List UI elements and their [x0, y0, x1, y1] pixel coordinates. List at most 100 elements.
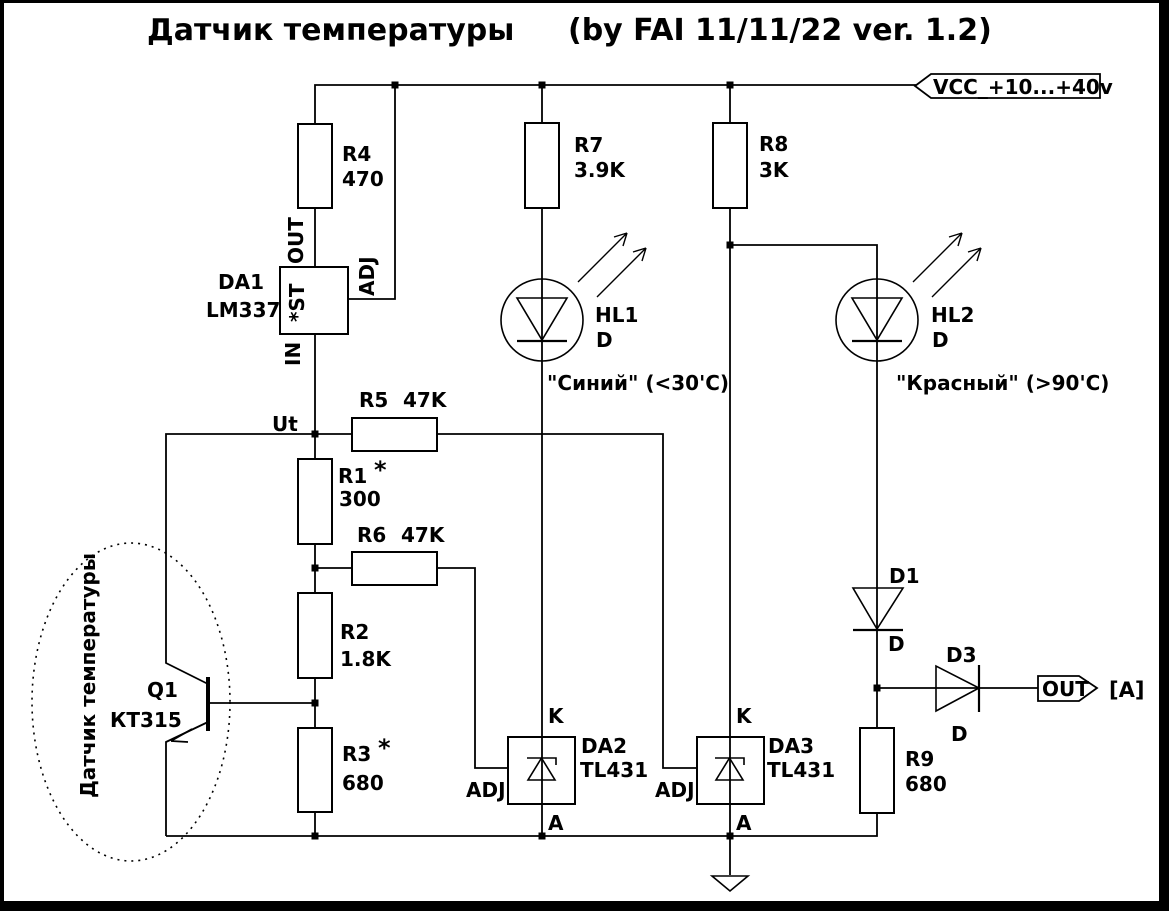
da1-part: LM337	[206, 298, 280, 322]
frame-left	[0, 0, 4, 911]
frame-right	[1159, 0, 1169, 911]
junction-dots	[311, 81, 881, 840]
r6-ref: R6	[357, 523, 386, 547]
hl2-triangle	[850, 297, 904, 342]
diode-d3-symbol	[935, 664, 981, 713]
resistor-r1-body	[297, 458, 333, 545]
resistor-r6-body	[351, 551, 438, 586]
page-title: Датчик температуры	[147, 13, 514, 48]
resistor-r8-body	[712, 122, 748, 209]
da2-tl431-glyph	[526, 756, 557, 781]
r4-value: 470	[342, 167, 384, 191]
resistor-r3-body	[297, 727, 333, 813]
q1-emitter-arrow	[170, 728, 193, 743]
r8-value: 3K	[759, 158, 790, 182]
da3-pin-k: K	[736, 704, 753, 728]
d3-ref: D3	[946, 643, 977, 667]
junction-dot	[391, 81, 399, 89]
hl1-triangle	[515, 297, 569, 342]
led-hl1-symbol	[500, 232, 647, 362]
da2-pin-k: K	[548, 704, 565, 728]
resistor-r2-body	[297, 592, 333, 679]
junction-dot	[873, 684, 881, 692]
hl1-circle	[500, 278, 584, 362]
da2-pin-a: A	[548, 811, 564, 835]
junction-dot	[311, 430, 319, 438]
r9-ref: R9	[905, 747, 934, 771]
junction-dot	[311, 564, 319, 572]
hl2-note: "Красный" (>90'C)	[896, 371, 1109, 395]
resistor-r7-body	[524, 122, 560, 209]
out-flag	[1037, 675, 1099, 702]
q1-ref: Q1	[147, 678, 178, 702]
da3-ref: DA3	[768, 734, 814, 758]
resistor-r5-body	[351, 417, 438, 452]
resistor-r4-body	[297, 123, 333, 209]
junction-dot	[726, 241, 734, 249]
junction-dot	[538, 81, 546, 89]
junction-dot	[726, 81, 734, 89]
r1-value: 300	[339, 487, 381, 511]
transistor-q1	[170, 677, 210, 743]
d3-triangle	[935, 664, 981, 713]
r9-value: 680	[905, 772, 947, 796]
vcc-label: VCC_+10...+40v	[933, 75, 1113, 99]
hl2-ref: HL2	[931, 303, 974, 327]
da1-pin-in: IN	[281, 342, 305, 366]
da3-pin-a: A	[736, 811, 752, 835]
ut-node-label: Ut	[272, 412, 298, 436]
r4-ref: R4	[342, 142, 371, 166]
da3-tl431-glyph	[714, 756, 745, 781]
frame-top	[0, 0, 1169, 3]
junction-dot	[726, 832, 734, 840]
da2-pin-adj: ADJ	[466, 778, 506, 802]
r7-ref: R7	[574, 133, 603, 157]
da3-pin-adj: ADJ	[655, 778, 695, 802]
page-title-byline: (by FAI 11/11/22 ver. 1.2)	[568, 13, 992, 48]
hl2-pin: D	[932, 328, 949, 352]
resistor-r9-body	[859, 727, 895, 814]
junction-dot	[311, 699, 319, 707]
da1-ref: DA1	[218, 270, 264, 294]
da3-part: TL431	[767, 758, 835, 782]
vcc-flag	[913, 73, 1101, 99]
r3-star: *	[378, 734, 391, 762]
da1-pin-out: OUT	[284, 217, 308, 264]
ground-symbol	[709, 875, 751, 893]
ic-da1-body	[279, 266, 349, 335]
sensor-boundary-ellipse	[31, 542, 231, 862]
led-hl2-symbol	[835, 232, 982, 362]
r3-ref: R3	[342, 742, 371, 766]
r5-ref: R5	[359, 388, 388, 412]
da1-pin-adj: ADJ	[355, 256, 379, 296]
hl2-circle	[835, 278, 919, 362]
hl1-pin: D	[596, 328, 613, 352]
da2-zener-glyph	[526, 756, 557, 781]
r8-ref: R8	[759, 132, 788, 156]
diode-d1-symbol	[851, 587, 905, 632]
out-label: OUT	[1042, 677, 1089, 701]
out-unit-label: [A]	[1109, 678, 1144, 702]
da2-ref: DA2	[581, 734, 627, 758]
r7-value: 3.9K	[574, 158, 626, 182]
da3-zener-glyph	[714, 756, 745, 781]
da2-part: TL431	[580, 758, 648, 782]
d1-triangle	[851, 587, 905, 631]
d1-pin: D	[888, 632, 905, 656]
r3-value: 680	[342, 771, 384, 795]
hl1-ref: HL1	[595, 303, 638, 327]
hl1-emission-arrows	[577, 232, 647, 298]
junction-dot	[538, 832, 546, 840]
d1-ref: D1	[889, 564, 920, 588]
da1-pin-st: *ST	[285, 283, 309, 322]
r5-value: 47K	[403, 388, 448, 412]
d3-pin: D	[951, 722, 968, 746]
q1-part: КТ315	[110, 708, 182, 732]
r2-ref: R2	[340, 620, 369, 644]
sensor-caption: Датчик температуры	[76, 553, 100, 798]
r2-value: 1.8K	[340, 647, 392, 671]
r6-value: 47K	[401, 523, 446, 547]
